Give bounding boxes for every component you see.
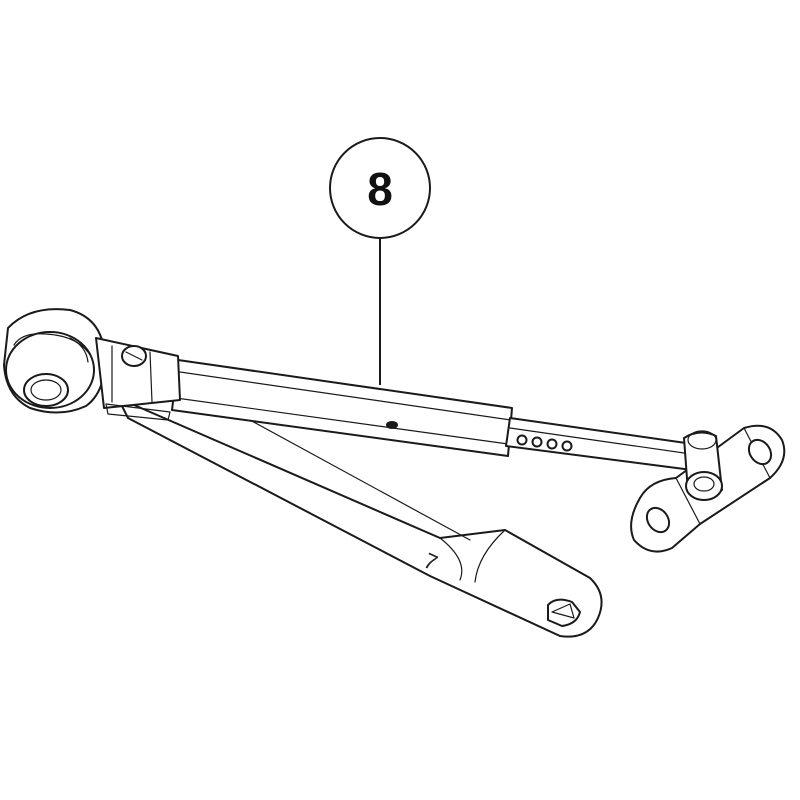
callout-bubble (329, 137, 431, 239)
forearm (117, 397, 603, 638)
pivot-boss (3, 308, 181, 421)
callout-number: 8 (367, 163, 393, 215)
adjust-hole (561, 440, 573, 452)
adjustment-rod (505, 417, 701, 471)
mounting-bracket (630, 424, 786, 553)
adjust-hole (531, 436, 543, 448)
main-arm (171, 359, 513, 457)
bracket-slot (747, 438, 773, 466)
forearm-end-hole (547, 598, 581, 627)
adjust-hole (546, 438, 558, 450)
arm-screw-hole (386, 421, 398, 429)
adjust-hole (516, 434, 528, 446)
bracket-slot (645, 506, 671, 534)
pivot-hole (23, 373, 69, 407)
bracket-bolt (685, 471, 723, 501)
